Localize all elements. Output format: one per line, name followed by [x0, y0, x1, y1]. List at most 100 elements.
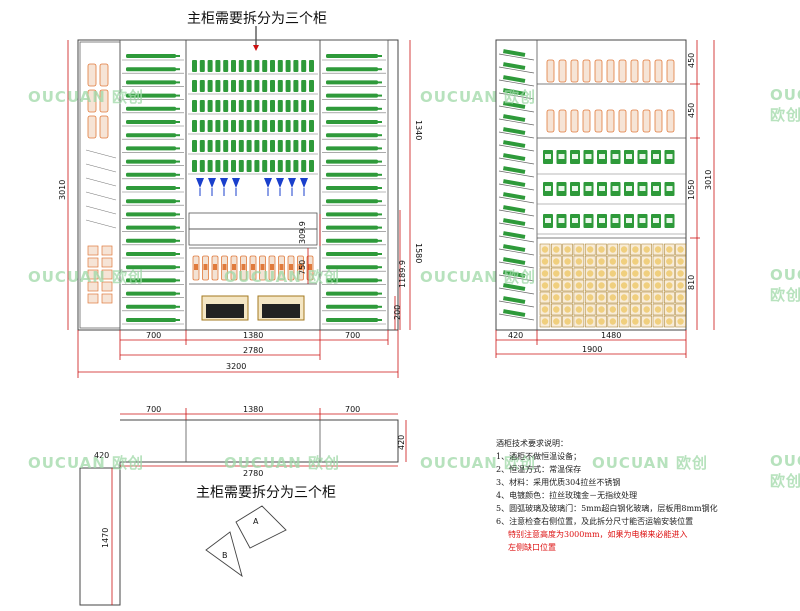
bottle-end	[598, 318, 605, 325]
side-width-left: 420	[508, 331, 523, 340]
bottle	[246, 100, 252, 112]
bottle	[238, 120, 244, 132]
bottle	[502, 309, 526, 317]
front-width-center: 1380	[243, 331, 263, 340]
bottle	[126, 225, 176, 230]
bottle-end	[541, 282, 549, 289]
bottle-end	[666, 294, 673, 301]
bottle-end	[541, 258, 549, 265]
bottle-neck	[377, 55, 382, 57]
rack-line	[85, 191, 117, 201]
watermark: OUCUAN 欧创	[224, 268, 341, 286]
bottle-neck	[377, 68, 382, 71]
bottle	[207, 120, 213, 132]
box-label	[626, 218, 632, 223]
box-label	[599, 186, 605, 191]
bottle	[254, 120, 260, 132]
rack-line	[498, 92, 535, 100]
bottle-neck	[377, 134, 382, 137]
bottle	[87, 89, 97, 113]
bottle	[199, 160, 205, 172]
bottle	[502, 88, 526, 96]
bottle	[285, 100, 291, 112]
rack-line	[498, 105, 535, 113]
bottle	[309, 160, 314, 172]
bottle	[238, 60, 244, 72]
bottle-neck	[377, 160, 382, 163]
bottle-end	[643, 246, 650, 253]
rack-line	[498, 170, 535, 178]
box-label	[572, 154, 578, 159]
wine-glass	[276, 178, 284, 188]
side-height-2: 450	[687, 103, 696, 118]
bottle-end	[666, 282, 673, 289]
bottle	[246, 80, 252, 92]
bottle-neck	[377, 253, 382, 255]
note-item: 1、酒柜不做恒温设备；	[496, 452, 582, 461]
side-height-3: 1050	[687, 180, 696, 200]
bottle-end	[654, 294, 662, 301]
bottle	[254, 80, 260, 92]
bottle	[326, 133, 378, 138]
section-b-label: B	[222, 551, 228, 560]
section-a-marker	[235, 505, 287, 549]
bottle	[199, 140, 205, 152]
bottle-end	[553, 294, 560, 301]
bottle-end	[598, 270, 605, 277]
note-item: 5、圆弧玻璃及玻璃门：5mm超白钢化玻璃，层板用8mm钢化	[496, 504, 718, 513]
bottle	[223, 160, 229, 172]
bottle	[87, 63, 97, 87]
bottle	[126, 238, 176, 243]
bottle-end	[575, 318, 583, 325]
bottle-end	[553, 246, 560, 253]
bottle	[277, 80, 283, 92]
side-width-right: 1480	[601, 331, 621, 340]
left-column-bottles	[85, 63, 117, 304]
watermark: OUCUAN 欧创	[592, 454, 709, 472]
bottle-end	[553, 306, 560, 313]
box-label	[666, 186, 673, 191]
bottle-neck	[175, 68, 180, 71]
bottle	[231, 60, 236, 72]
bottle	[301, 140, 307, 152]
front-height-1580: 1580	[414, 243, 423, 263]
bottle-neck	[175, 200, 180, 203]
bottle	[262, 100, 268, 112]
rack-line	[498, 209, 535, 217]
bottle	[293, 60, 299, 72]
bottle	[246, 120, 252, 132]
wine-glass	[220, 178, 228, 188]
bottle-end	[677, 258, 684, 265]
bottle-neck	[175, 81, 180, 84]
bottle-end	[666, 318, 673, 325]
bottle-end	[541, 294, 549, 301]
box-label	[626, 154, 632, 159]
front-height-1340: 1340	[414, 120, 423, 140]
bottle-end	[632, 294, 639, 301]
front-width-left: 700	[146, 331, 161, 340]
bottle-end	[541, 318, 549, 325]
bottle	[301, 80, 307, 92]
bottle	[502, 101, 526, 109]
bottle	[215, 100, 221, 112]
bottle	[502, 257, 526, 265]
bottle-neck	[175, 226, 180, 229]
bottle-end	[643, 270, 650, 277]
bottle-neck	[175, 173, 180, 176]
rack-line	[498, 144, 535, 152]
bottle-end	[575, 258, 583, 265]
bottle-label	[289, 264, 293, 270]
front-view: 700 1380 700 2780 3200 3010 1340 1580 11…	[58, 26, 423, 378]
bottle-end	[632, 246, 639, 253]
bottle	[618, 59, 627, 83]
watermark: OUCUAN 欧创	[224, 454, 341, 472]
bottle	[246, 140, 252, 152]
bottle-end	[609, 294, 616, 301]
bottle-end	[598, 258, 605, 265]
bottle-neck	[377, 200, 382, 203]
rack-line	[498, 261, 535, 269]
side-overall-height: 3010	[704, 170, 713, 190]
bottle-end	[654, 270, 662, 277]
bottle	[606, 109, 615, 133]
bottle	[246, 60, 252, 72]
